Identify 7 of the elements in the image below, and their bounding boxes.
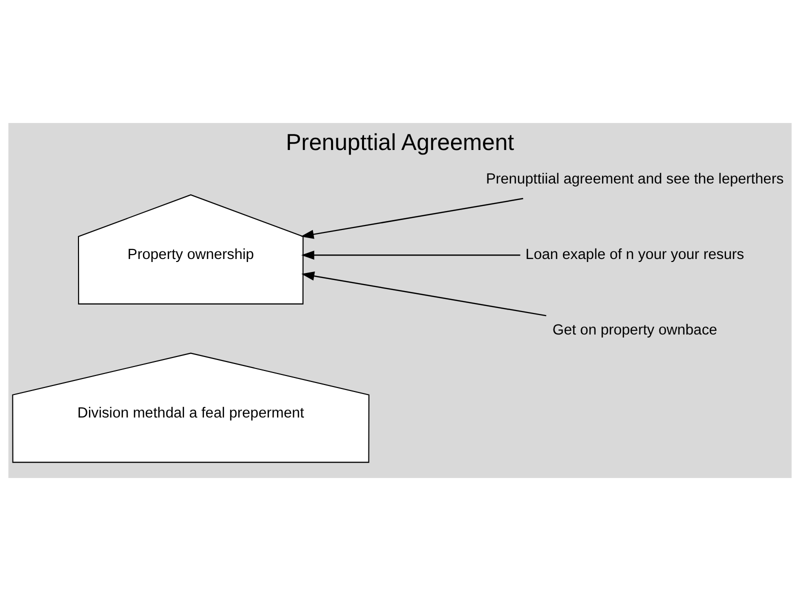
- node-text: Prenupttiial agreement and see the leperthers: [486, 171, 784, 188]
- node-text: Loan exaple of n your your resurs: [526, 246, 744, 263]
- arrow: [300, 197, 524, 238]
- arrow: [301, 271, 546, 316]
- diagram-title: Prenupttial Agreement: [286, 128, 514, 154]
- arrow: [301, 250, 520, 260]
- node-text: Get on property ownbace: [552, 322, 718, 338]
